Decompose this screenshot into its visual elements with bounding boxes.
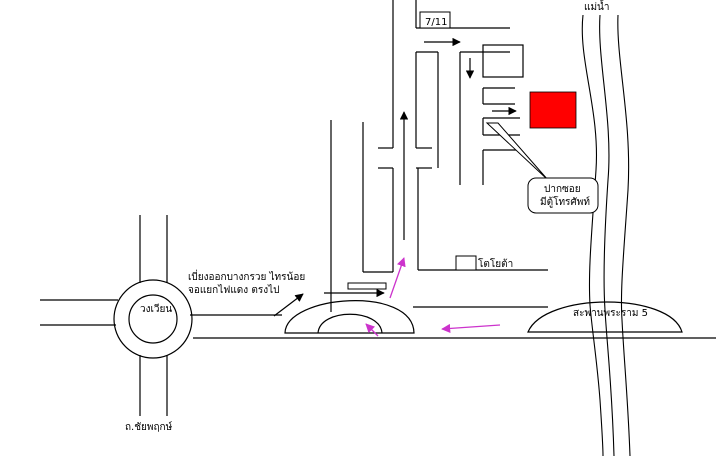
turn-note-line2: จอแยกไฟแดง ตรงไป xyxy=(188,284,279,296)
phone-callout: ปากซอย มีตู้โทรศัพท์ xyxy=(485,122,599,214)
river xyxy=(581,14,631,456)
route-arrows xyxy=(365,257,501,337)
bridge-rama5 xyxy=(527,301,683,333)
river-label: แม่น้ำ xyxy=(584,0,610,13)
toyota-label: โตโยต้า xyxy=(478,257,513,270)
phone-note-line2: มีตู้โทรศัพท์ xyxy=(540,195,590,208)
seven-eleven-box xyxy=(419,11,451,29)
seven-eleven-label: 7/11 xyxy=(425,17,447,28)
main-road xyxy=(40,299,716,339)
direction-arrows xyxy=(273,37,517,317)
destination-marker xyxy=(529,91,577,129)
toyota-box xyxy=(455,255,477,271)
bridge-label: สะพานพระราม 5 xyxy=(573,308,648,319)
north-roads xyxy=(330,0,548,312)
turn-note-line1: เบี่ยงออกบางกรวย ไทรน้อย xyxy=(188,269,305,283)
road-south-label: ถ.ชัยพฤกษ์ xyxy=(125,421,173,433)
phone-note-line1: ปากซอย xyxy=(544,184,581,195)
roundabout-label: วงเวียน xyxy=(140,303,172,315)
roundabout xyxy=(113,215,193,416)
median-island xyxy=(347,282,387,290)
flyover-left xyxy=(284,300,415,334)
